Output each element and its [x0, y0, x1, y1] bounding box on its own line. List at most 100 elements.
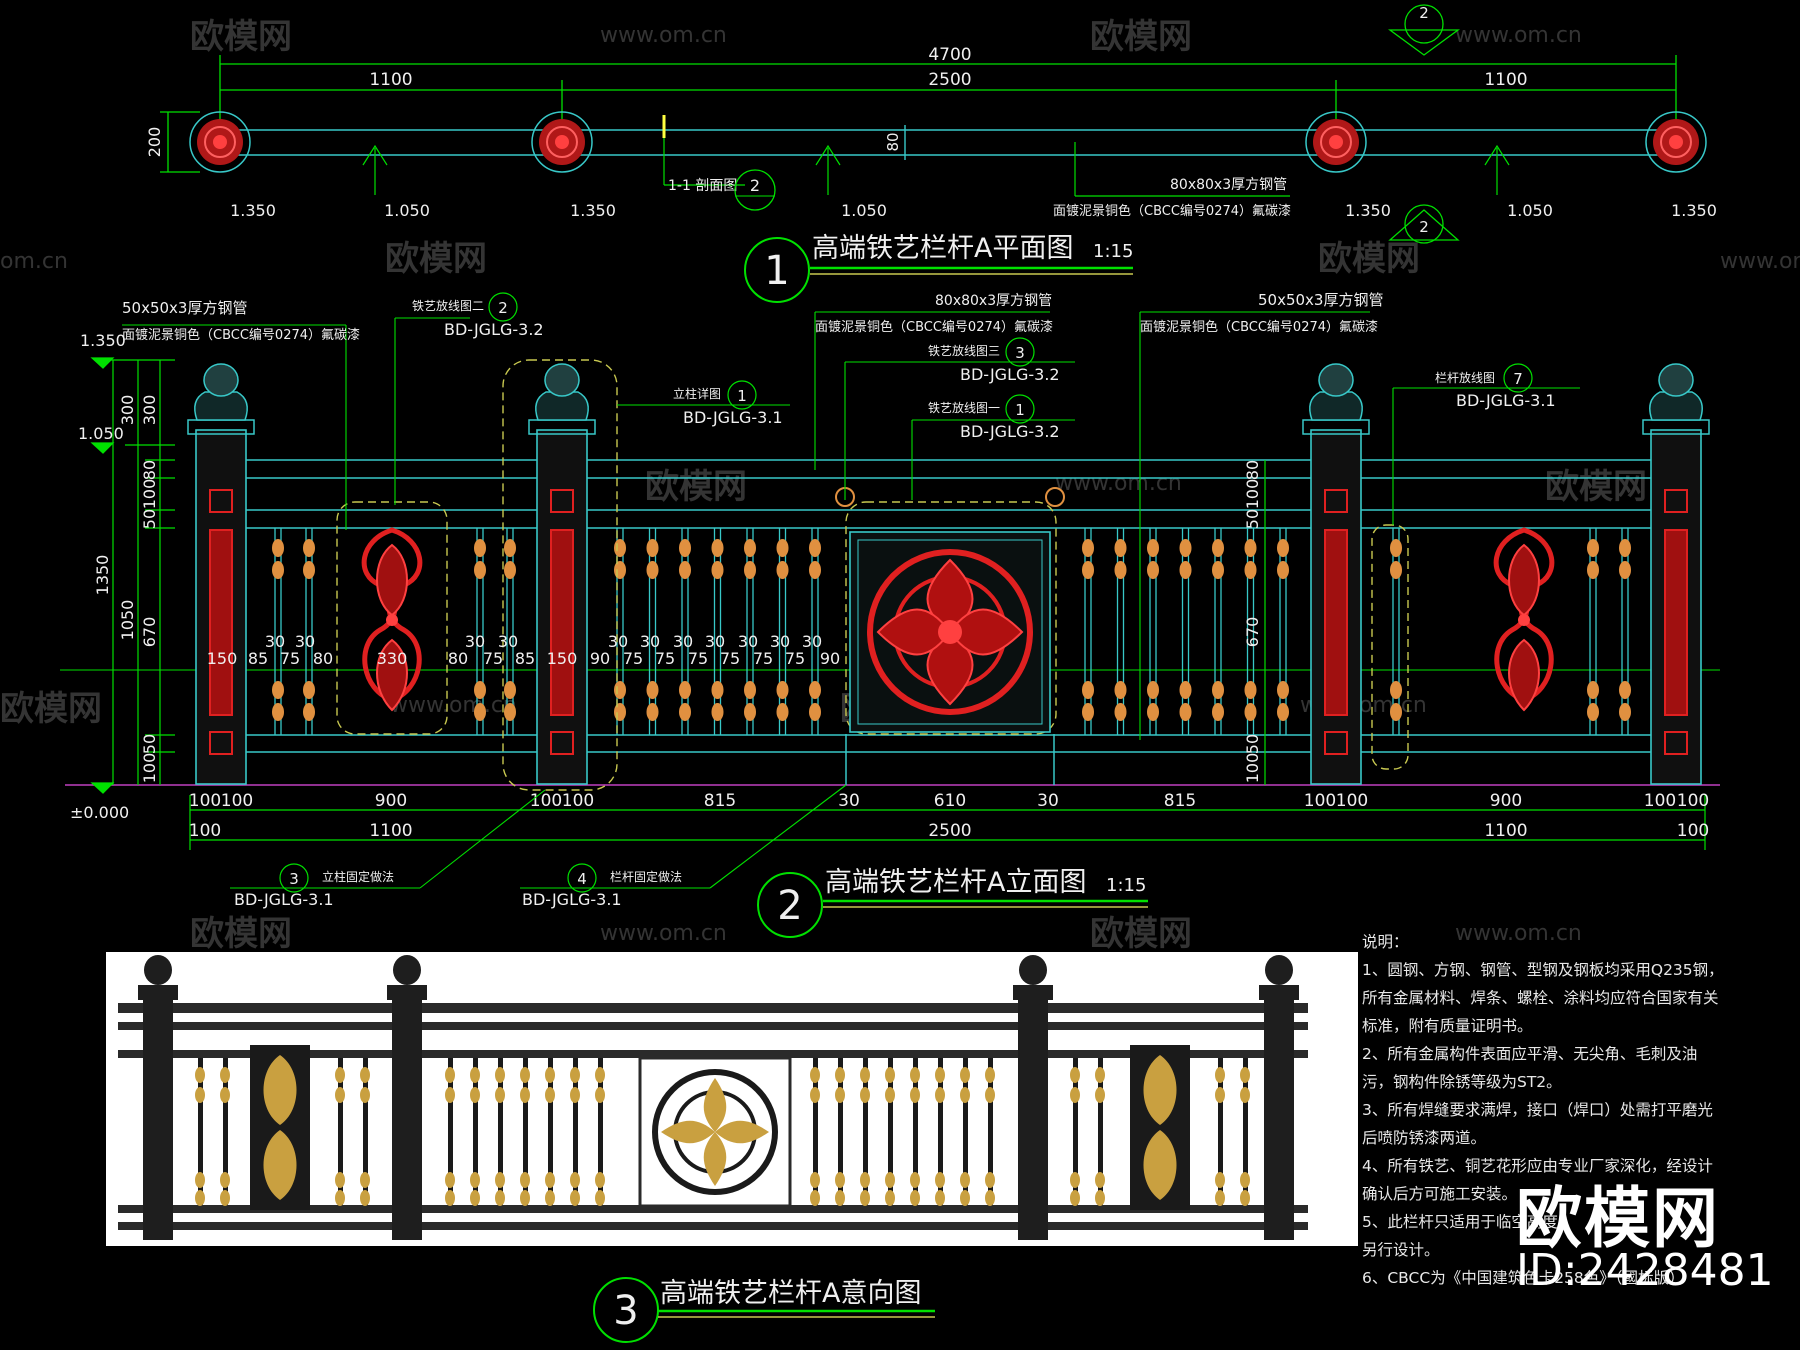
bottom-dim: 900	[375, 791, 407, 811]
baluster	[679, 528, 691, 735]
svg-text:3: 3	[289, 870, 299, 888]
baluster-group	[272, 528, 1631, 735]
watermark-url: www.om.cn	[1455, 23, 1582, 48]
plan-title: 高端铁艺栏杆A平面图	[812, 233, 1073, 264]
elevation-title-number: 2	[777, 883, 802, 929]
svg-text:3: 3	[1015, 344, 1025, 362]
inner-dim: 80	[313, 649, 333, 668]
inner-dim: 30	[770, 632, 790, 651]
elev-level-1050: 1.050	[78, 424, 124, 443]
inner-dim: 30	[608, 632, 628, 651]
svg-text:BD-JGLG-3.1: BD-JGLG-3.1	[234, 890, 334, 909]
vdim: 80	[140, 460, 159, 480]
inner-dim: 75	[720, 649, 740, 668]
render-baluster	[195, 1058, 205, 1206]
plan-post	[189, 111, 251, 173]
inner-dim: 80	[448, 649, 468, 668]
callout-tie3: 铁艺放线图三 3 BD-JGLG-3.2	[928, 337, 1060, 384]
label-tube80: 80x80x3厚方钢管	[935, 293, 1052, 309]
bottom-dim: 1100	[369, 821, 412, 841]
watermark-brand: 欧模网	[1090, 914, 1192, 954]
inner-dim: 90	[820, 649, 840, 668]
render-baluster	[1240, 1058, 1250, 1206]
plan-dim-part-1: 1100	[369, 70, 412, 90]
render-baluster	[1070, 1058, 1080, 1206]
baluster	[1244, 528, 1257, 735]
svg-text:1: 1	[737, 387, 747, 405]
callout-post-detail: 立柱详图 1 BD-JGLG-3.1	[673, 380, 783, 427]
svg-text:铁艺放线图一: 铁艺放线图一	[928, 400, 1000, 415]
render-baluster	[470, 1058, 480, 1206]
bottom-dim: 900	[1490, 791, 1522, 811]
plan-post	[1645, 111, 1707, 173]
baluster	[1147, 528, 1159, 735]
plan-level: 1.350	[570, 201, 616, 220]
elevation-post	[1642, 363, 1710, 785]
plan-level: 1.050	[1507, 201, 1553, 220]
bottom-dim: 815	[704, 791, 736, 811]
bottom-dim: 30	[838, 791, 860, 811]
render-baluster-group	[195, 1058, 1250, 1206]
baluster	[1114, 528, 1127, 735]
plan-level: 1.050	[841, 201, 887, 220]
watermark-url: www.om.cn	[1055, 471, 1182, 496]
note-item: 4、所有铁艺、铜艺花形应由专业厂家深化，经设计确认后方可施工安装。	[1362, 1157, 1713, 1203]
inner-dim: 30	[802, 632, 822, 651]
label-tube50-left: 50x50x3厚方钢管	[122, 299, 247, 317]
baluster	[776, 528, 789, 735]
inner-dim: 30	[465, 632, 485, 651]
watermark-layer: 欧模网 www.om.cn 欧模网 www.om.cn om.cn 欧模网 欧模…	[0, 17, 1800, 954]
callout-rail-fix: 4 栏杆固定做法 BD-JGLG-3.1	[522, 863, 682, 909]
render-baluster	[335, 1058, 345, 1206]
plan-level: 1.350	[1345, 201, 1391, 220]
plan-section-number: 2	[750, 176, 760, 195]
render-baluster	[220, 1058, 230, 1206]
render-baluster	[810, 1058, 820, 1206]
note-item: 3、所有焊缝要求满焊，接口（焊口）处需打平磨光后喷防锈漆两道。	[1362, 1101, 1713, 1147]
vdim-right: 100	[1243, 753, 1262, 784]
vdim: 50	[140, 509, 159, 529]
plan-title-number: 1	[764, 248, 789, 294]
render-baluster	[570, 1058, 580, 1206]
render-title-number: 3	[613, 1288, 638, 1334]
render-baluster	[910, 1058, 920, 1206]
vdim: 100	[140, 753, 159, 784]
inner-dim: 75	[623, 649, 643, 668]
svg-text:7: 7	[1513, 370, 1523, 388]
svg-text:2: 2	[498, 299, 508, 317]
vdim-right: 50	[1243, 509, 1262, 529]
vdim-right: 80	[1243, 460, 1262, 480]
baluster	[744, 528, 756, 735]
inner-dim: 75	[483, 649, 503, 668]
inner-dim: 30	[498, 632, 518, 651]
baluster	[646, 528, 659, 735]
baluster	[711, 528, 724, 735]
plan-dim-80: 80	[884, 132, 902, 151]
elevation-post	[528, 363, 596, 785]
bottom-dim: 100	[1336, 791, 1368, 811]
plan-marker-top: 2	[1419, 4, 1429, 22]
plan-post	[1305, 111, 1367, 173]
bottom-dim: 100	[1677, 791, 1709, 811]
watermark-brand: 欧模网	[0, 689, 102, 729]
bottom-dim: 100	[189, 791, 221, 811]
watermark-url: www.om.cn	[1455, 921, 1582, 946]
vdim: 100	[140, 479, 159, 510]
render-baluster	[985, 1058, 995, 1206]
render-baluster	[360, 1058, 370, 1206]
inner-dim: 85	[515, 649, 535, 668]
note-item: 6、CBCC为《中国建筑色卡258色》（國标版）	[1362, 1269, 1685, 1287]
render-baluster	[1215, 1058, 1225, 1206]
callout-tie2: 铁艺放线图二 2 BD-JGLG-3.2	[412, 292, 544, 339]
label-paint-right: 面镀泥景铜色（CBCC编号0274）氟碳漆	[1140, 319, 1378, 335]
render-panel-center	[638, 1056, 792, 1208]
watermark-brand: 欧模网	[1318, 239, 1420, 279]
note-item: 另行设计。	[1362, 1241, 1440, 1259]
inner-dim: 30	[738, 632, 758, 651]
render-baluster	[935, 1058, 945, 1206]
plan-marker-mid: 2	[1419, 218, 1429, 236]
bottom-dim: 100	[530, 791, 562, 811]
svg-text:BD-JGLG-3.1: BD-JGLG-3.1	[683, 408, 783, 427]
vdim: 50	[140, 734, 159, 754]
render-panel-left	[250, 1045, 310, 1210]
